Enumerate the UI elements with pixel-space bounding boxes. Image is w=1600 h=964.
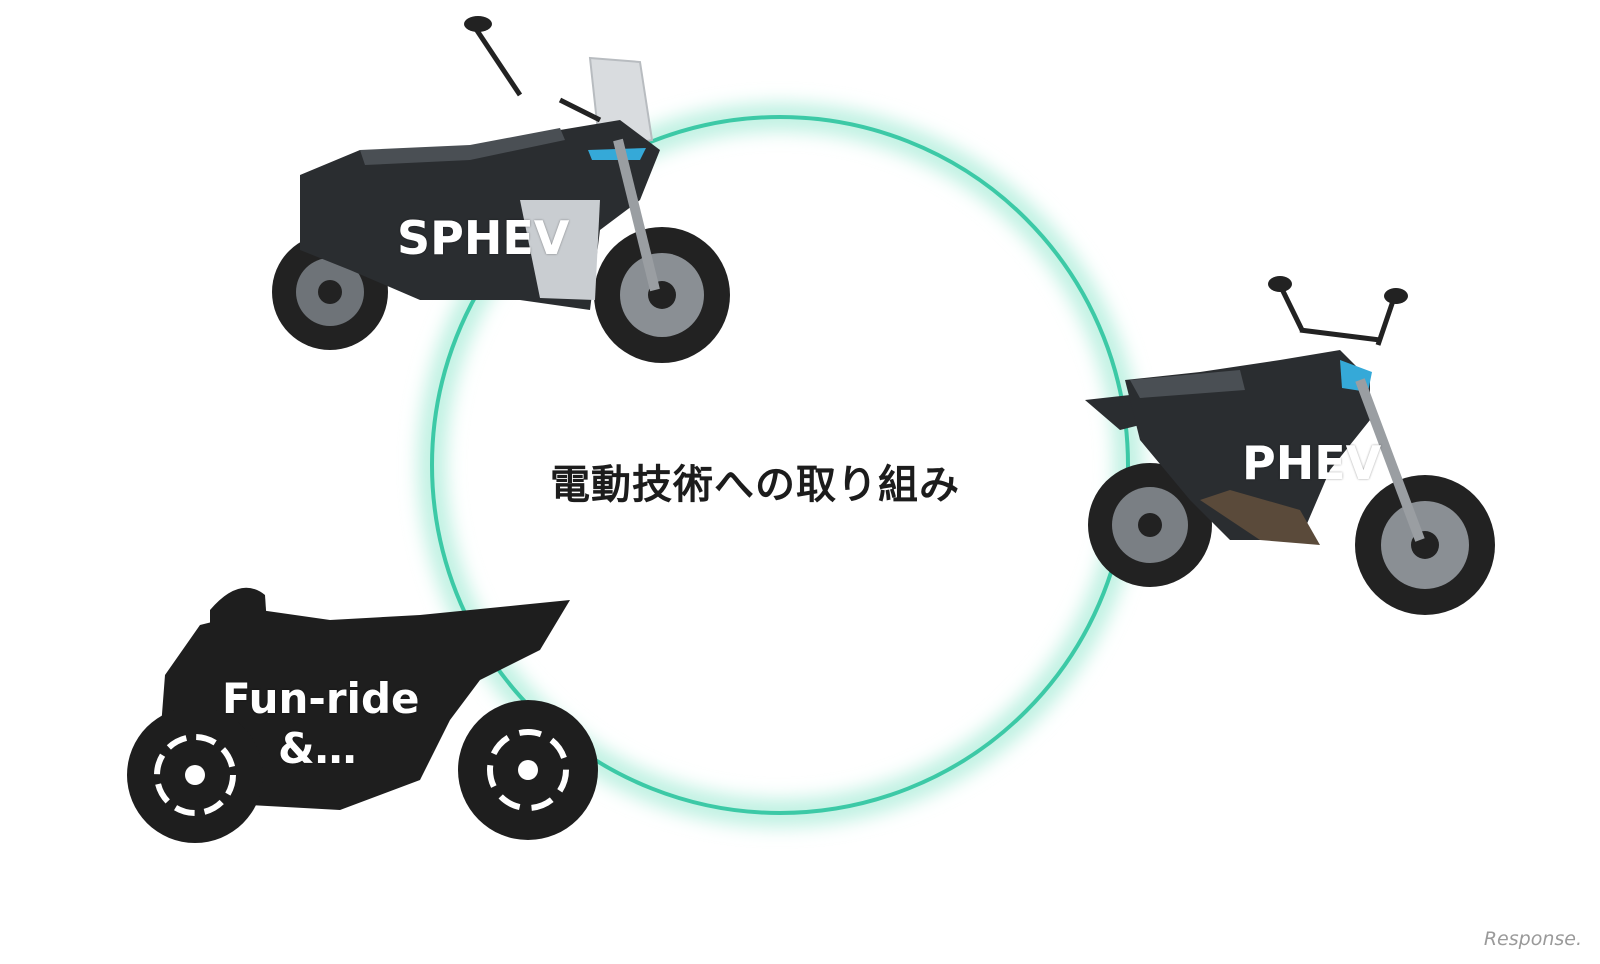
sphev-motorcycle-image (272, 16, 730, 363)
fun-ride-ellipsis-label: &… (278, 724, 357, 773)
sphev-label: SPHEV (397, 211, 570, 265)
phev-label: PHEV (1242, 436, 1382, 490)
fun-ride-silhouette (127, 587, 598, 843)
cycle-ring (418, 103, 1142, 827)
fun-ride-label: Fun-ride (222, 674, 420, 723)
phev-motorcycle-image (1085, 276, 1495, 615)
center-title: 電動技術への取り組み (550, 462, 960, 508)
response-watermark: Response. (1483, 928, 1582, 950)
